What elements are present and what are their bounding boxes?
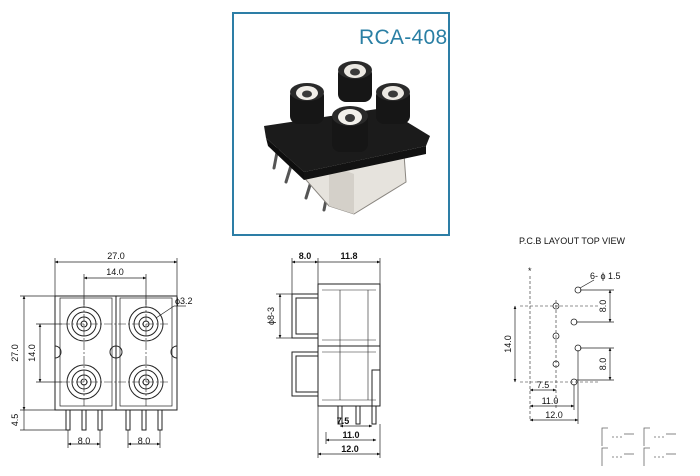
pcb-hole: [552, 332, 560, 340]
pcb-holes-label: 6- ϕ 1.5: [590, 271, 621, 281]
product-photo: [264, 61, 430, 215]
dim-front-spacing-v: 14.0: [27, 344, 37, 362]
product-photo-frame: RCA-408: [232, 12, 450, 236]
pcb-layout-title: P.C.B LAYOUT TOP VIEW: [519, 236, 626, 246]
dim-pin-pitch-right: 8.0: [138, 436, 151, 446]
pcb-pitch-upper: 8.0: [598, 300, 608, 313]
switch-schematic-symbols: [601, 427, 676, 466]
dim-side-bottom-1: 7.5: [337, 416, 350, 426]
dim-pin-pitch-left: 8.0: [78, 436, 91, 446]
dim-side-jack-dia: ϕ8-3: [266, 307, 276, 325]
pcb-offset-2: 11.0: [542, 396, 559, 406]
dim-front-spacing-h: 14.0: [106, 267, 124, 277]
dim-side-top-right: 11.8: [340, 251, 357, 261]
pcb-marker: *: [528, 266, 532, 276]
pcb-pitch-lower: 8.0: [598, 358, 608, 371]
dim-front-width: 27.0: [107, 251, 125, 261]
model-title: RCA-408: [359, 26, 448, 49]
rca-jack-back: [338, 61, 372, 102]
side-view-drawing: [276, 258, 381, 458]
pcb-offset-3: 12.0: [545, 410, 563, 420]
pcb-hole: [552, 302, 560, 310]
dim-pin-length: 4.5: [10, 414, 20, 427]
rca-jack-right: [376, 83, 410, 124]
rca-jack-left: [290, 83, 324, 124]
rca-jack-front: [332, 106, 368, 152]
dim-jack-diameter: ϕ3.2: [175, 296, 193, 306]
dim-front-height: 27.0: [10, 344, 20, 362]
pcb-height: 14.0: [503, 335, 513, 353]
pcb-offset-1: 7.5: [537, 380, 550, 390]
pcb-hole: [552, 360, 560, 368]
dim-side-bottom-3: 12.0: [341, 444, 359, 454]
dim-side-bottom-2: 11.0: [342, 430, 359, 440]
pcb-layout-drawing: [513, 276, 614, 424]
dim-side-top-left: 8.0: [299, 251, 312, 261]
front-view-drawing: [20, 258, 186, 448]
